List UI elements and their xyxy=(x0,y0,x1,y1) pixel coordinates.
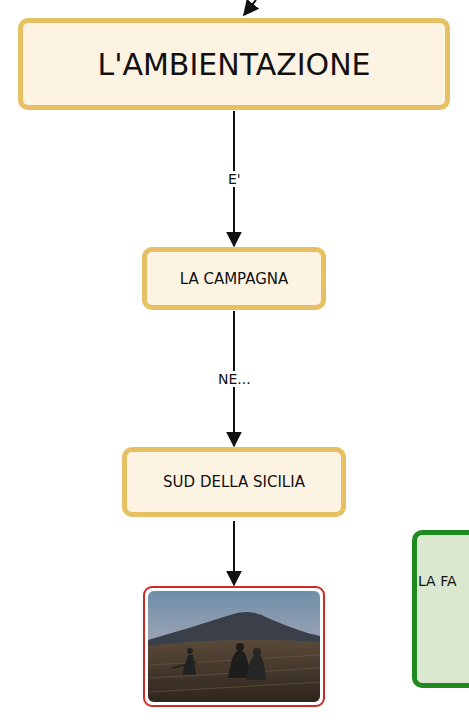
title-box: L'AMBIENTAZIONE xyxy=(18,18,450,110)
node-text: LA FA xyxy=(418,573,457,589)
edge-label: E' xyxy=(226,171,243,187)
process-box: SUD DELLA SICILIA xyxy=(122,447,346,517)
node-text: SUD DELLA SICILIA xyxy=(163,473,305,491)
node-text: L'AMBIENTAZIONE xyxy=(97,47,370,82)
edge-label: NE... xyxy=(216,371,253,387)
image-arrow xyxy=(233,521,235,585)
side-box: LA FA xyxy=(412,530,469,688)
incoming-arrow xyxy=(244,0,256,15)
node-text: LA CAMPAGNA xyxy=(180,270,289,288)
image-frame xyxy=(144,587,324,706)
process-box: LA CAMPAGNA xyxy=(142,247,326,310)
